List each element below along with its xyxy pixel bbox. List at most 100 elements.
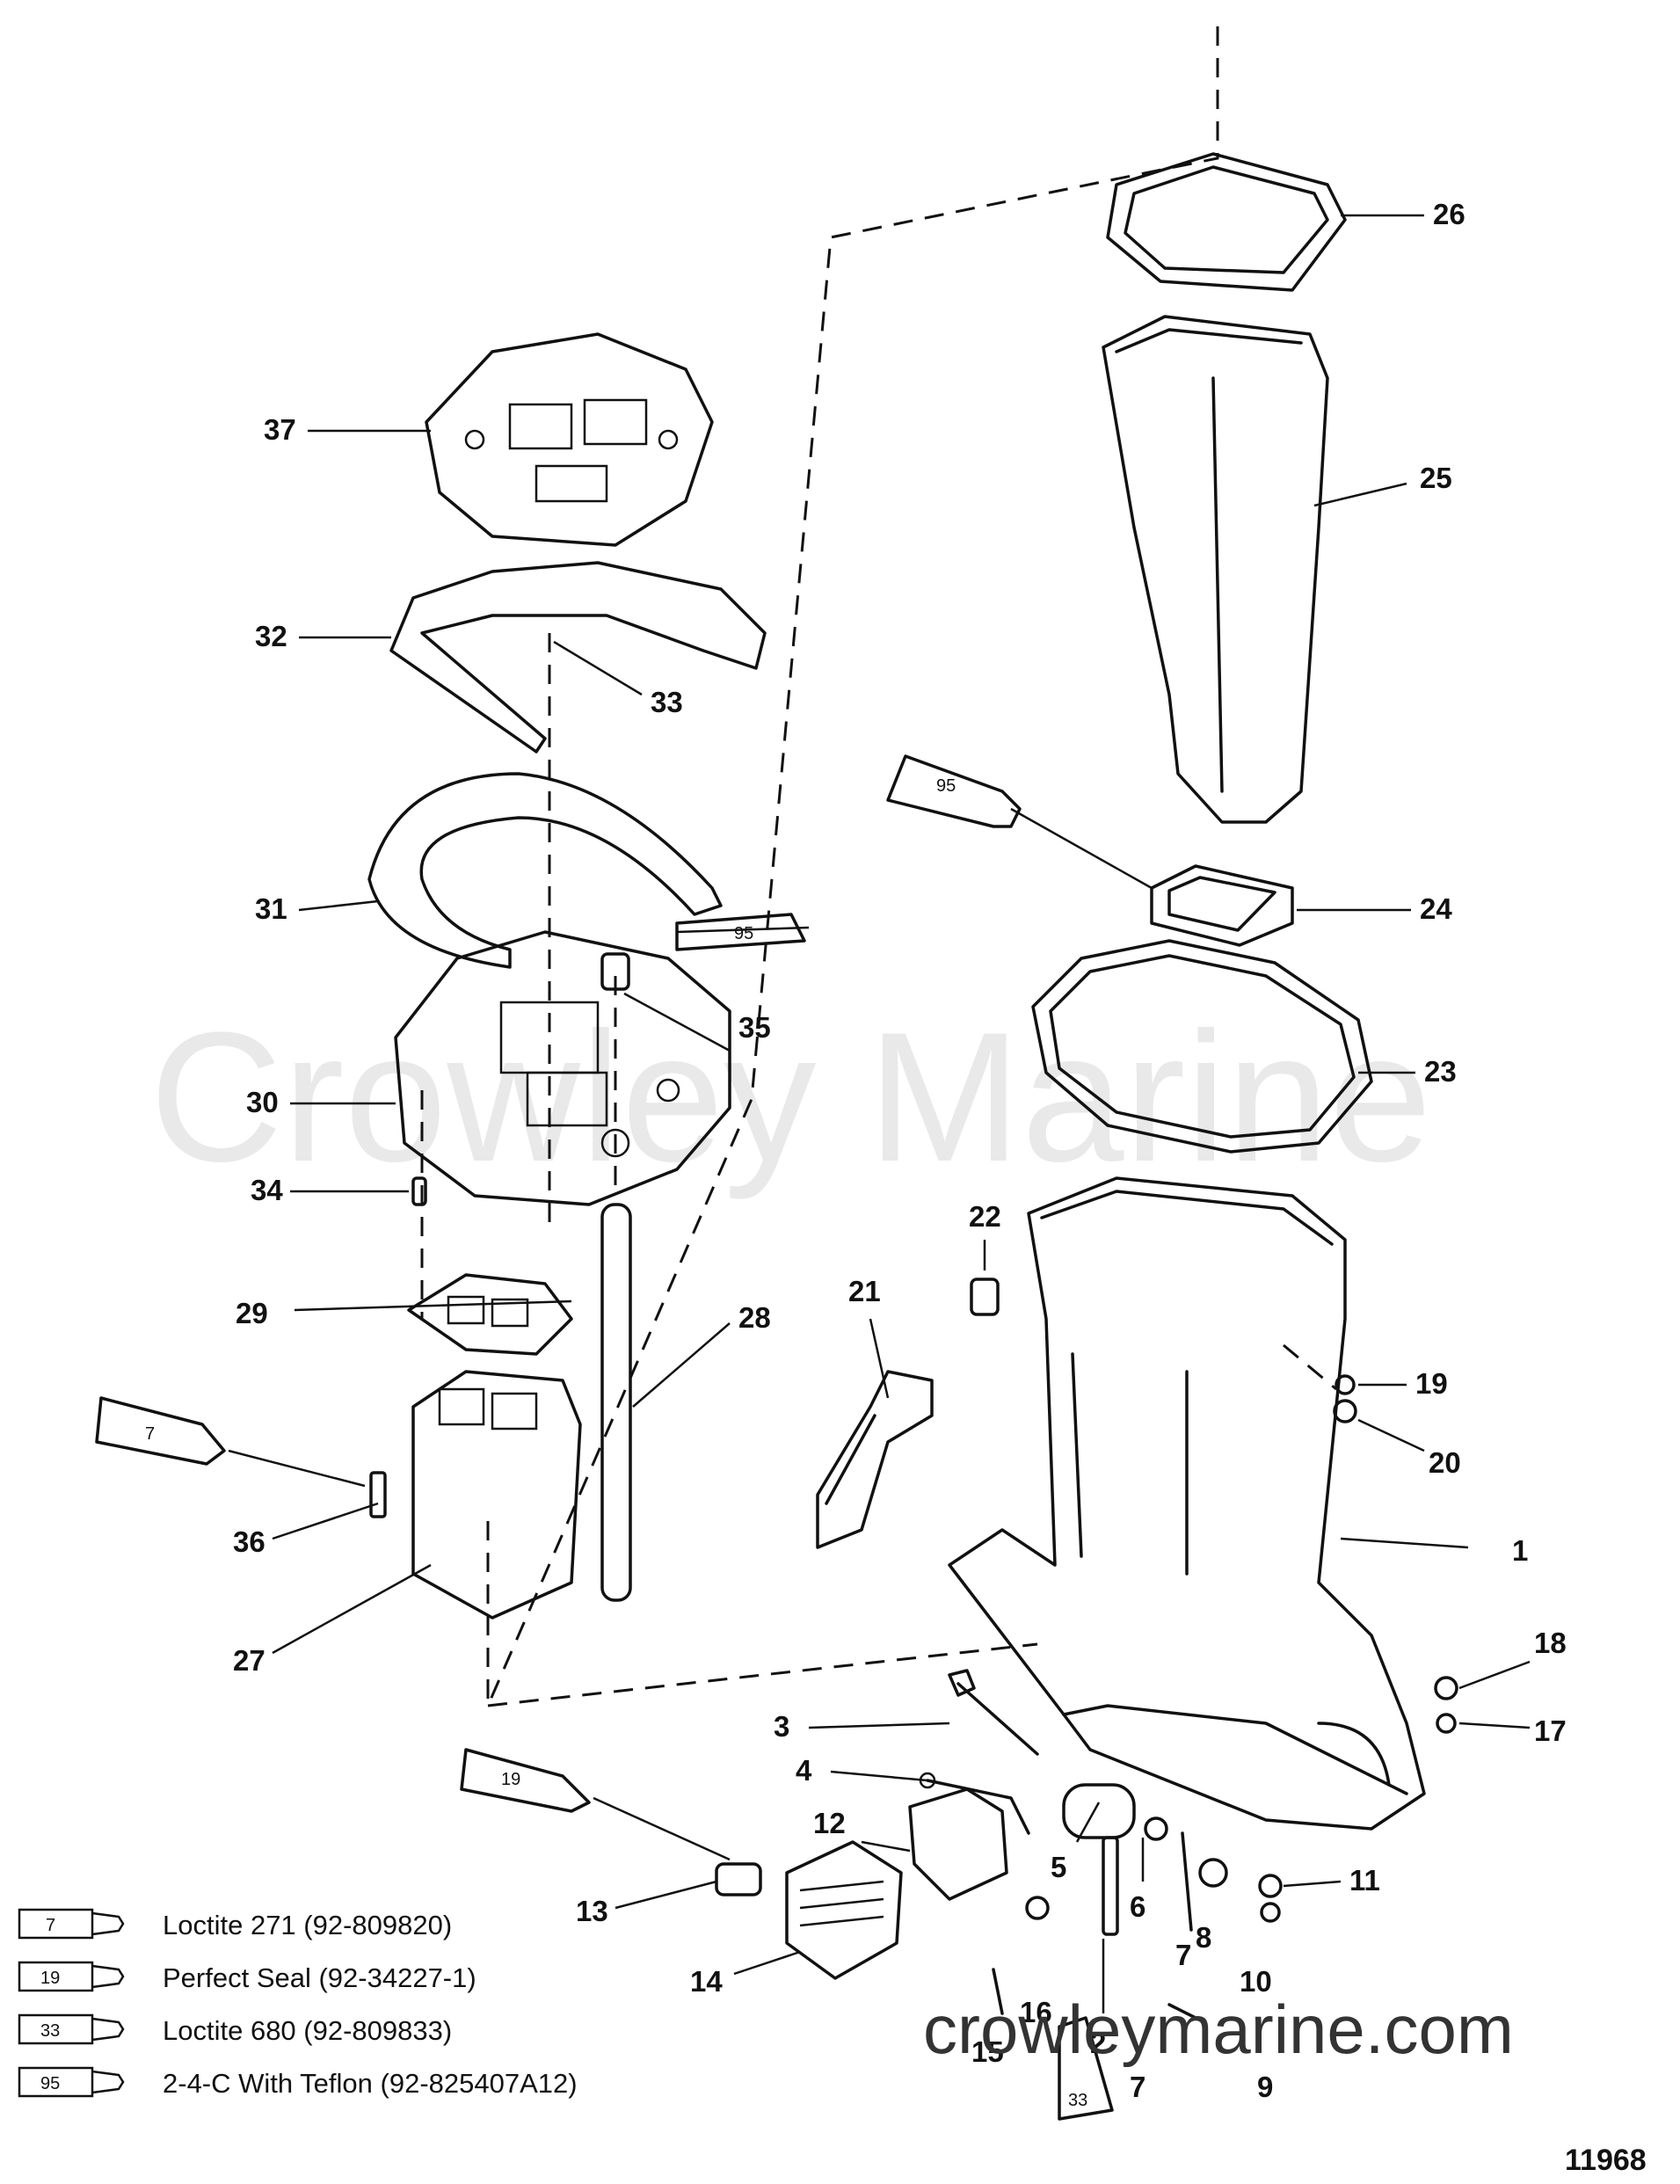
callout-9: 9	[1257, 2071, 1273, 2103]
sealant-tube-7: 7	[95, 1396, 226, 1466]
callout-18: 18	[1534, 1627, 1567, 1659]
sealant-tube-33: 33	[1058, 2016, 1114, 2121]
callout-33: 33	[651, 686, 683, 718]
callout-27: 27	[233, 1644, 265, 1677]
callout-28: 28	[738, 1301, 771, 1334]
part-9-screw	[1167, 2003, 1206, 2024]
callout-20: 20	[1429, 1446, 1461, 1479]
legend-item-95: 95 2-4-C With Teflon (92-825407A12)	[18, 2066, 578, 2099]
part-11-nut	[1258, 1874, 1283, 1898]
callout-17: 17	[1534, 1714, 1567, 1747]
alignment-line-19	[1283, 1343, 1337, 1391]
svg-text:33: 33	[40, 2021, 60, 2041]
callout-35: 35	[738, 1011, 771, 1044]
callout-22: 22	[969, 1200, 1001, 1233]
svg-text:95: 95	[734, 924, 753, 943]
callout-37: 37	[264, 413, 296, 446]
part-15-screw	[992, 1968, 1004, 2015]
legend-item-7: 7 Loctite 271 (92-809820)	[18, 1908, 452, 1940]
watermark-text: Crowley Marine	[149, 994, 1432, 1200]
part-29-small-gasket	[407, 1273, 573, 1356]
callouts: 1 2 3 4 5 6 7 7 8 9 10 11 12 13 14 15 16…	[233, 198, 1567, 2103]
callout-23: 23	[1424, 1055, 1457, 1088]
part-32-gasket-ring	[389, 561, 767, 753]
callout-30: 30	[246, 1086, 279, 1118]
part-37-plate-gasket	[425, 332, 714, 547]
sealant-tube-19: 19	[460, 1748, 591, 1813]
callout-8: 8	[1196, 1921, 1211, 1954]
site-url-watermark: crowleymarine.com	[923, 1991, 1514, 2068]
callout-29: 29	[236, 1297, 268, 1329]
part-30-adapter-plate	[394, 930, 731, 1206]
callout-14: 14	[690, 1965, 723, 1998]
part-4-ground-strap	[919, 1772, 1030, 1835]
part-35-sleeve	[600, 952, 630, 991]
part-23-gasket	[1031, 939, 1373, 1154]
part-13-plug	[715, 1862, 762, 1896]
callout-11: 11	[1349, 1864, 1380, 1896]
callout-7a: 7	[1130, 2071, 1145, 2103]
assembly-dashed-outline-lower	[487, 1642, 1038, 1707]
callout-3: 3	[774, 1710, 789, 1743]
callout-15: 15	[971, 2035, 1004, 2068]
callout-26: 26	[1433, 198, 1465, 230]
part-20-nut	[1333, 1399, 1357, 1423]
callout-24: 24	[1420, 892, 1452, 925]
part-27-exhaust-tube	[411, 1370, 582, 1620]
part-8-nut	[1198, 1858, 1228, 1888]
part-34-dowel	[411, 1176, 427, 1206]
callout-5: 5	[1051, 1851, 1066, 1883]
part-18-nut	[1434, 1676, 1458, 1700]
callout-25: 25	[1420, 462, 1452, 494]
svg-text:95: 95	[40, 2074, 60, 2093]
part-36-screw	[369, 1471, 387, 1518]
part-3-bolt	[948, 1669, 1039, 1756]
callout-13: 13	[576, 1895, 608, 1927]
callout-34: 34	[251, 1174, 283, 1206]
svg-text:19: 19	[40, 1969, 60, 1988]
svg-text:2-4-C With Teflon (92-825407A: 2-4-C With Teflon (92-825407A12)	[163, 2068, 578, 2099]
callout-1: 1	[1512, 1534, 1528, 1567]
part-19-washer	[1335, 1374, 1356, 1395]
part-12-bracket	[908, 1787, 1008, 1901]
svg-text:Perfect Seal (92-34227-1): Perfect Seal (92-34227-1)	[163, 1962, 476, 1993]
part-2-stud	[1102, 1836, 1119, 1936]
callout-19: 19	[1415, 1367, 1448, 1400]
figure-number: 11968	[1565, 2144, 1647, 2177]
callout-7b: 7	[1175, 1939, 1191, 1971]
svg-text:Loctite 680 (92-809833): Loctite 680 (92-809833)	[163, 2015, 452, 2046]
callout-36: 36	[233, 1525, 265, 1558]
part-28-water-tube	[600, 1203, 632, 1602]
part-21-water-tube	[816, 1370, 934, 1549]
svg-text:Loctite 271 (92-809820): Loctite 271 (92-809820)	[163, 1910, 452, 1940]
part-7-wire	[1181, 1831, 1193, 1932]
part-31-seal-strip	[367, 772, 723, 969]
part-10-washer	[1260, 1902, 1281, 1923]
part-22-plug	[970, 1278, 1000, 1316]
svg-text:95: 95	[936, 776, 956, 796]
callout-2: 2	[1090, 2027, 1106, 2059]
svg-text:7: 7	[145, 1424, 155, 1444]
legend-item-19: 19 Perfect Seal (92-34227-1)	[18, 1961, 476, 1993]
svg-text:7: 7	[46, 1916, 55, 1935]
callout-21: 21	[848, 1275, 881, 1307]
part-17-washer	[1436, 1713, 1457, 1734]
legend-item-33: 33 Loctite 680 (92-809833)	[18, 2013, 452, 2046]
callout-31: 31	[255, 892, 287, 925]
part-6-washer	[1144, 1816, 1168, 1841]
part-26-gasket	[1106, 152, 1347, 292]
sealant-legend: 7 Loctite 271 (92-809820) 19 Perfect Sea…	[18, 1908, 578, 2099]
svg-text:19: 19	[501, 1770, 520, 1789]
part-16-nut	[1025, 1896, 1050, 1920]
svg-text:33: 33	[1068, 2091, 1087, 2110]
sealant-tube-95-upper: 95	[886, 754, 1022, 828]
callout-4: 4	[796, 1754, 812, 1787]
part-1-driveshaft-housing	[948, 1176, 1426, 1831]
leader-lines	[228, 214, 1531, 2013]
callout-12: 12	[813, 1807, 846, 1839]
part-25-housing-upper	[1102, 315, 1329, 824]
callout-6: 6	[1130, 1890, 1145, 1923]
callout-16: 16	[1020, 1996, 1052, 2028]
part-5-anode-cylinder	[1062, 1783, 1136, 1839]
